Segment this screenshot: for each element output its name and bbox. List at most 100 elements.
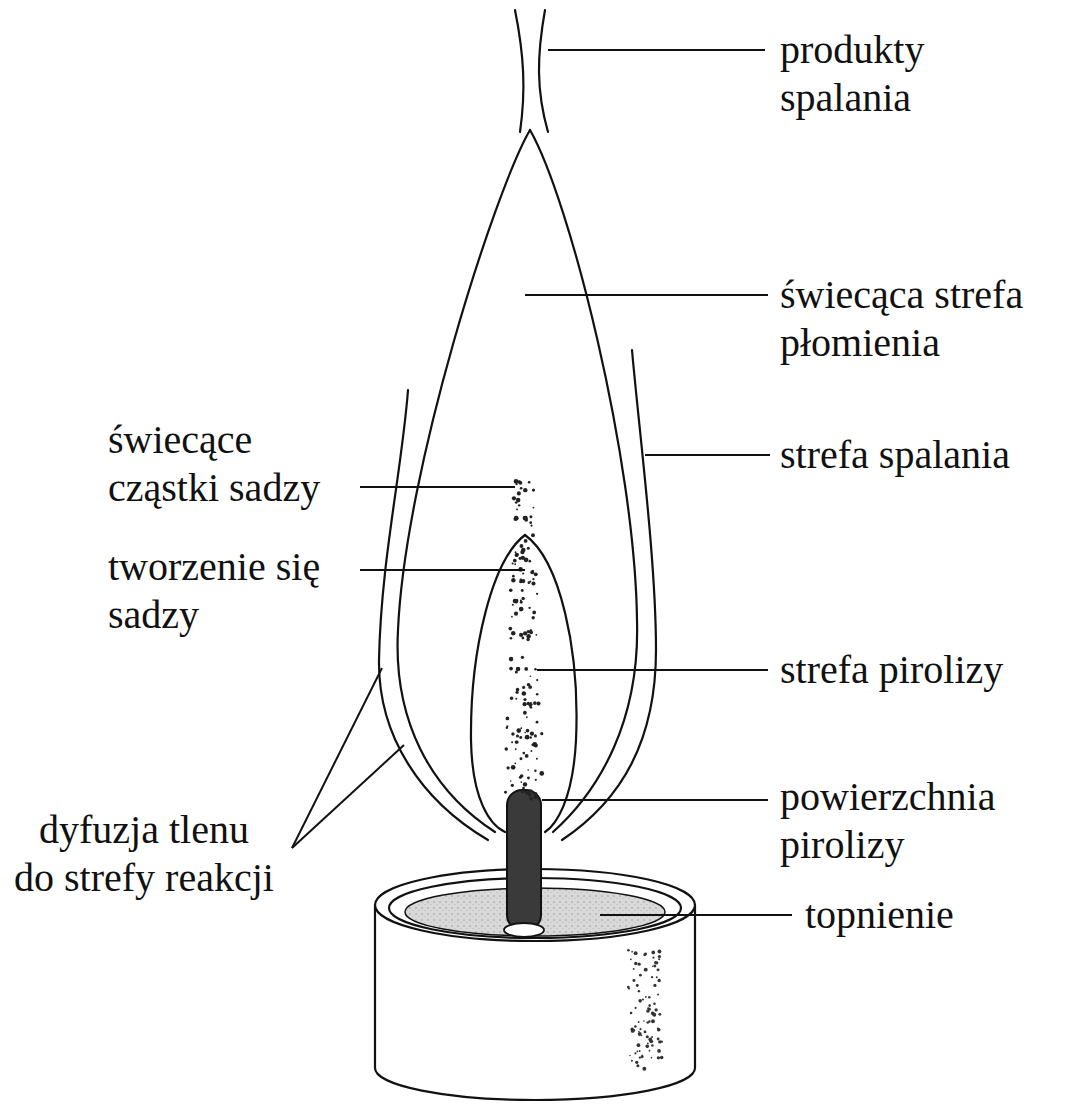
soot-dot [508,627,512,631]
speckle-dot [638,1031,640,1033]
leader-line [542,799,768,801]
soot-dot [519,757,522,760]
speckle-dot [644,968,648,972]
soot-dot [521,548,526,553]
soot-dot [524,557,529,562]
soot-stipple [504,479,544,801]
soot-dot [529,515,532,518]
part-label: strefa pirolizy [780,646,1003,694]
soot-dot [534,743,538,747]
speckle-dot [645,1045,649,1049]
leader-line [645,454,770,456]
soot-dot [524,539,528,543]
soot-dot [530,675,532,677]
soot-dot [515,670,518,673]
soot-dot [528,607,530,609]
speckle-dot [649,1050,651,1052]
soot-dot [515,553,519,557]
speckle-dot [644,952,647,955]
leader-line [548,49,765,51]
pyrolysis-zone-outline [525,535,577,832]
leader-line [537,669,768,671]
speckle-dot [633,968,635,970]
speckle-dot [657,1038,660,1041]
soot-dot [517,491,521,495]
soot-dot [521,656,524,659]
soot-dot [523,488,527,492]
soot-dot [522,686,525,689]
speckle-dot [657,994,659,996]
soot-dot [522,702,526,706]
soot-dot [520,487,523,490]
soot-dot [506,726,508,728]
speckle-dot [638,990,640,992]
soot-dot [514,543,516,545]
soot-dot [532,616,535,619]
speckle-dot [657,979,660,982]
speckle-dot [643,953,646,956]
soot-dot [509,657,514,662]
soot-dot [521,579,525,583]
speckle-dot [639,1050,641,1052]
products-plume [539,10,548,132]
soot-dot [525,735,530,740]
soot-dot [519,633,523,637]
speckle-dot [645,996,647,998]
soot-dot [516,728,521,733]
soot-dot [533,701,537,705]
soot-dot [512,632,515,635]
soot-dot [531,581,535,585]
speckle-dot [651,951,655,955]
soot-dot [530,525,532,527]
soot-dot [511,578,515,582]
speckle-dot [635,1007,637,1009]
soot-dot [527,547,530,550]
soot-dot [532,611,536,615]
part-label: świecąca strefa płomienia [780,271,1065,367]
soot-dot [524,732,526,734]
soot-dot [529,797,533,801]
speckle-dot [653,965,656,968]
part-label: świecące cząstki sadzy [108,416,348,512]
speckle-dot [658,1040,661,1043]
soot-dot [532,570,534,572]
soot-dot [529,581,531,583]
soot-dot [536,758,538,760]
soot-dot [515,748,517,750]
speckle-dot [647,1007,649,1009]
cup-speckle [627,949,663,1071]
soot-dot [535,779,537,781]
soot-dot [526,729,530,733]
soot-dot [514,612,518,616]
luminous-zone-outline [398,130,530,832]
speckle-dot [634,962,637,965]
speckle-dot [648,996,651,999]
speckle-dot [657,968,660,971]
soot-dot [506,766,509,769]
soot-dot [518,504,520,506]
soot-dot [522,572,524,574]
soot-dot [514,563,516,565]
speckle-dot [631,1012,632,1013]
soot-dot [515,691,518,694]
speckle-dot [647,1043,649,1045]
soot-dot [515,740,518,743]
speckle-dot [642,1067,646,1071]
speckle-dot [630,1012,633,1015]
soot-dot [528,481,531,484]
speckle-dot [646,1009,650,1013]
soot-dot [520,600,522,602]
soot-dot [519,544,523,548]
soot-dot [536,593,538,595]
soot-dot [514,600,518,604]
soot-dot [511,631,515,635]
soot-dot [529,789,532,792]
speckle-dot [646,1035,649,1038]
speckle-dot [638,1021,640,1023]
soot-dot [531,533,535,537]
soot-dot [533,792,537,796]
speckle-dot [658,955,661,958]
soot-dot [534,572,538,576]
candle-cup [375,905,695,1100]
speckle-dot [631,1029,635,1033]
